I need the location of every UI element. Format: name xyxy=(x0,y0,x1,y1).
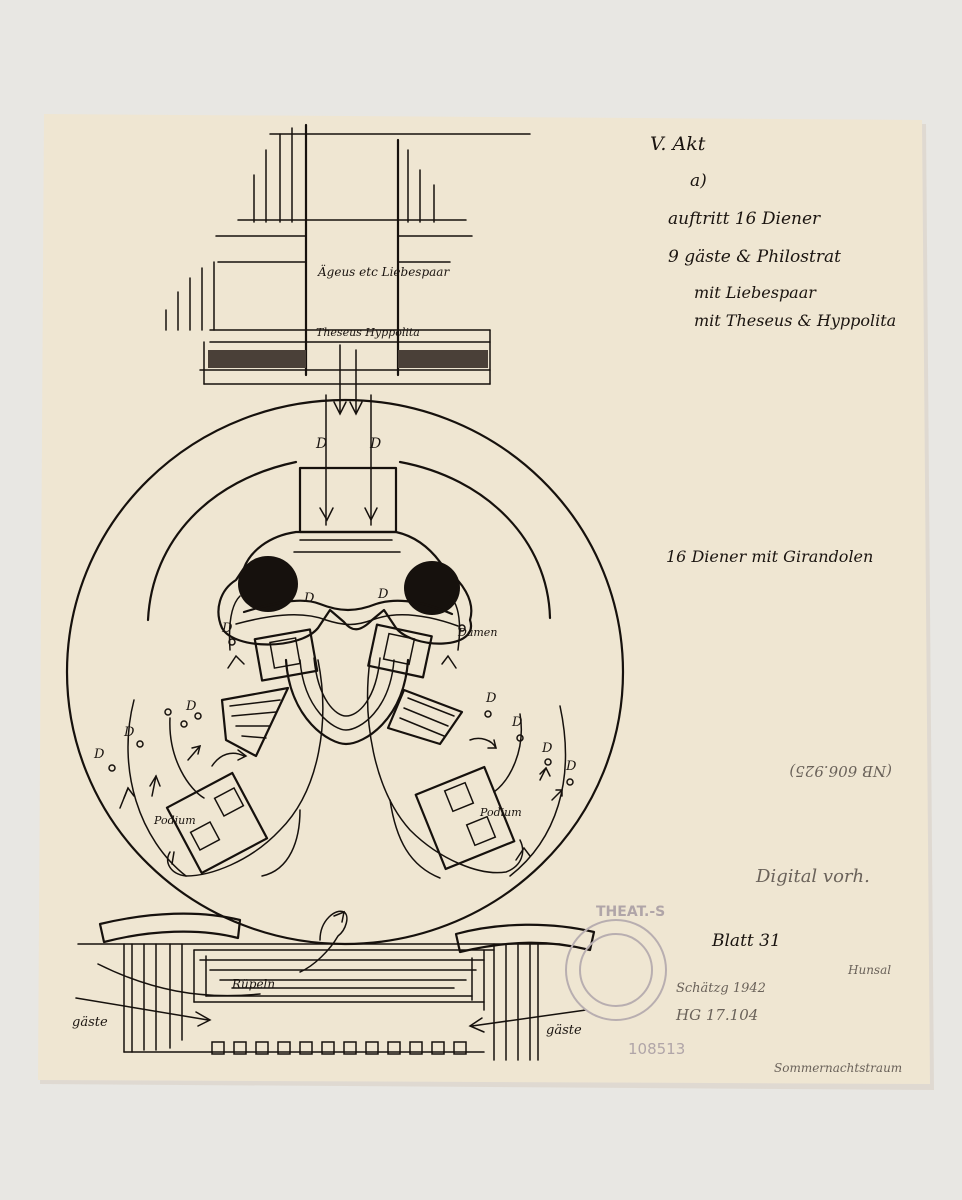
digitized-note: Digital vorh. xyxy=(755,866,870,887)
label-theseus: Theseus Hyppolita xyxy=(316,326,420,339)
archive-mark-2: HG 17.104 xyxy=(675,1006,758,1024)
servant-mark: D xyxy=(315,436,327,452)
act-title: V. Akt xyxy=(650,133,706,155)
servant-figures: D D D D D D D D D D D D xyxy=(93,436,577,786)
entry-line-3: mit Liebespaar xyxy=(694,283,817,302)
servant-mark: D xyxy=(485,691,497,706)
sheet-number: Blatt 31 xyxy=(711,931,781,951)
entrance-corridor xyxy=(165,123,531,385)
central-platform xyxy=(217,530,473,746)
servant-mark: D xyxy=(511,715,523,730)
fan-steps xyxy=(220,686,464,758)
label-entrance-pair: Ägeus etc Liebespaar xyxy=(317,263,450,279)
front-area xyxy=(75,912,596,1061)
servant-mark: D xyxy=(303,591,315,606)
podium-right-box xyxy=(414,765,516,871)
servants-note: 16 Diener mit Girandolen xyxy=(666,547,873,566)
archive-stamp: THEAT.-S 108513 xyxy=(565,904,685,1058)
movement-paths xyxy=(119,595,567,973)
hatched-block-right xyxy=(398,350,488,368)
label-guests-right: gäste xyxy=(546,1023,582,1038)
inner-arc-right xyxy=(398,460,552,620)
servant-mark: D xyxy=(93,747,105,762)
servant-mark: D xyxy=(185,699,197,714)
title-note: Sommernachtstraum xyxy=(774,1061,902,1075)
label-ladies: Damen xyxy=(457,626,497,639)
podium-left-box xyxy=(165,771,269,875)
inner-arc-left xyxy=(146,460,298,622)
label-guests-left: gäste xyxy=(72,1015,108,1030)
entry-line-1: auftritt 16 Diener xyxy=(668,209,821,229)
servant-mark: D xyxy=(565,759,577,774)
diagram-labels: Ägeus etc Liebespaar Theseus Hyppolita D… xyxy=(72,263,582,1038)
hatched-block-left xyxy=(208,350,306,368)
archive-mark-1: Schätzg 1942 xyxy=(676,981,766,996)
label-rupels: Rüpeln xyxy=(231,977,275,991)
label-podium-right: Podium xyxy=(479,806,522,819)
servant-mark: D xyxy=(221,621,233,636)
footlights xyxy=(211,1041,467,1055)
servant-mark: D xyxy=(541,741,553,756)
side-notes: 16 Diener mit Girandolen (NB 606.925) Di… xyxy=(666,547,902,1075)
catalog-note: (NB 606.925) xyxy=(789,762,892,780)
entry-line-4: mit Theseus & Hyppolita xyxy=(694,311,896,330)
scene-label: a) xyxy=(690,171,707,191)
stamp-number: 108513 xyxy=(628,1040,685,1058)
servant-mark: D xyxy=(123,725,135,740)
stamp-text: THEAT.-S xyxy=(596,904,665,920)
horseshoe xyxy=(284,658,410,746)
podia xyxy=(165,765,516,875)
corner-mark: Hunsal xyxy=(847,963,891,977)
servant-mark: D xyxy=(369,436,381,452)
label-podium-left: Podium xyxy=(153,814,196,827)
disk-right xyxy=(404,561,460,615)
entry-line-2: 9 gäste & Philostrat xyxy=(668,247,841,267)
act-heading: V. Akt a) auftritt 16 Diener 9 gäste & P… xyxy=(650,133,896,330)
disk-left xyxy=(238,556,298,612)
servant-mark: D xyxy=(377,587,389,602)
